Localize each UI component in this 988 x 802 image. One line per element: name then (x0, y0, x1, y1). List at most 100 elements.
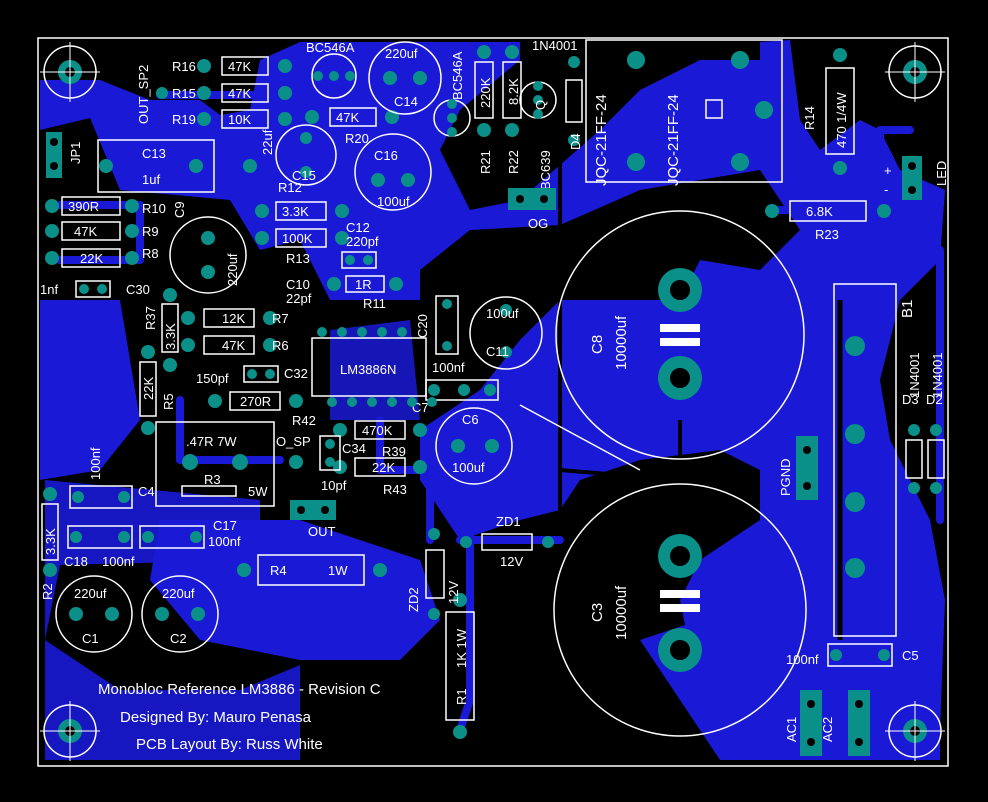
d4-ref: D4 (568, 133, 583, 150)
c12-value: 220pf (346, 234, 379, 249)
ic-lm3886-value: LM3886N (340, 362, 396, 377)
r39-value: 470K (362, 423, 393, 438)
capacitor-c15: C15 22uf (260, 124, 337, 186)
transistor-q1: BC546A (306, 40, 357, 99)
c1-value: 220uf (74, 586, 107, 601)
r7-value: 12K (222, 311, 245, 326)
r21-ref: R21 (478, 150, 493, 174)
resistor-r5: 22K R5 (139, 345, 176, 435)
r22-ref: R22 (506, 150, 521, 174)
r3-value: .47R 7W (186, 434, 237, 449)
resistor-r22: 8.2K R22 (502, 45, 522, 174)
transistor-q2: BC546A (433, 51, 471, 137)
zd2-value: 12V (446, 581, 461, 604)
resistor-r15: 47K R15 (172, 83, 292, 103)
c8-value: 10000uf (613, 315, 630, 370)
r37-ref: R37 (143, 306, 158, 330)
c32-ref: C32 (284, 366, 308, 381)
q3-value: BC639 (538, 150, 553, 190)
connector-ac1: AC1 (784, 690, 822, 756)
c12-ref: C12 (346, 220, 370, 235)
capacitor-c1: 220uf C1 (55, 575, 133, 653)
zd1-ref: ZD1 (496, 514, 521, 529)
r6-ref: R6 (272, 338, 289, 353)
relay-label-2: JQC-21FF-24 (665, 94, 682, 186)
r2-ref: R2 (40, 583, 55, 600)
r20-value: 47K (336, 110, 359, 125)
out-label: OUT (308, 524, 336, 539)
c2-ref: C2 (170, 631, 187, 646)
r1-ref: R1 (454, 688, 469, 705)
connector-jp1: JP1 (46, 132, 83, 178)
zener-zd1: ZD1 12V (460, 514, 554, 569)
credit-layout: PCB Layout By: Russ White (136, 736, 323, 753)
capacitor-c2: 220uf C2 (141, 575, 219, 653)
c14-ref: C14 (394, 94, 418, 109)
capacitor-c13: C13 1uf (97, 139, 257, 193)
resistor-r1: R1 1K 1W (445, 593, 475, 739)
c13-ref: C13 (142, 146, 166, 161)
c8-ref: C8 (589, 335, 606, 354)
c6-value: 100uf (452, 460, 485, 475)
resistor-r43: 22K R43 (333, 457, 427, 497)
resistor-r4: R4 1W (237, 554, 387, 586)
d3-ref: D3 (902, 392, 919, 407)
bridge-b1: B1 (833, 283, 916, 637)
r43-value: 22K (372, 460, 395, 475)
mounting-hole-top-right (885, 42, 945, 102)
r16-value: 47K (228, 59, 251, 74)
r42-ref: R42 (292, 413, 316, 428)
c1-ref: C1 (82, 631, 99, 646)
r13-ref: R13 (286, 251, 310, 266)
c10-value: 22pf (286, 291, 312, 306)
r2-value: 3.3K (43, 528, 58, 555)
capacitor-c12: C12 220pf (341, 220, 379, 269)
c4-value: 100nf (88, 447, 103, 480)
credit-designer: Designed By: Mauro Penasa (120, 709, 312, 726)
connector-out-sp2: OUT_SP2 (136, 65, 168, 124)
r13-value: 100K (282, 231, 313, 246)
o-sp-label: O_SP (276, 434, 311, 449)
capacitor-c34: C34 10pf (319, 435, 366, 493)
c7-value: 100nf (432, 360, 465, 375)
transistor-q3: BC639 Q (519, 81, 557, 190)
jp1-label: JP1 (68, 142, 83, 164)
r22-value: 8.2K (506, 78, 521, 105)
c32-value: 150pf (196, 371, 229, 386)
capacitor-c20: C20 (415, 295, 459, 355)
r8-ref: R8 (142, 246, 159, 261)
r19-value: 10K (228, 112, 251, 127)
c11-value: 100uf (486, 306, 519, 321)
resistor-r16: 47K R16 (172, 56, 292, 76)
credits-block: Monobloc Reference LM3886 - Revision C D… (98, 681, 381, 753)
c10-ref: C10 (286, 277, 310, 292)
mounting-holes (40, 42, 945, 761)
q2-value: BC546A (450, 51, 465, 100)
c30-value: 1nf (40, 282, 58, 297)
r19-ref: R19 (172, 112, 196, 127)
capacitor-c6: C6 100uf (435, 407, 513, 485)
q3-ref: Q (533, 100, 548, 110)
r5-value: 22K (141, 377, 156, 400)
d4-value: 1N4001 (532, 38, 578, 53)
r16-ref: R16 (172, 59, 196, 74)
resistor-r39: 470K R39 (333, 420, 427, 459)
resistor-r12: 3.3K R12 (255, 180, 349, 221)
r14-value: 470 1/4W (834, 92, 849, 148)
zd1-value: 12V (500, 554, 523, 569)
c17-ref: C17 (213, 518, 237, 533)
r10-value: 390R (68, 199, 99, 214)
capacitor-c4: 100nf C4 (69, 447, 155, 509)
resistor-r10: 390R R10 (45, 196, 166, 216)
connector-og: OG (508, 188, 556, 231)
r14-ref: R14 (802, 106, 817, 130)
resistor-r6: 47K R6 (181, 335, 289, 355)
resistor-r23: 6.8K R23 (765, 200, 891, 242)
connector-o-sp: O_SP (276, 434, 311, 469)
resistor-r42: 270R R42 (208, 391, 316, 428)
r21-value: 220K (478, 77, 493, 108)
capacitor-c16: C16 100uf (354, 133, 432, 211)
r11-ref: R11 (363, 296, 386, 311)
r15-ref: R15 (172, 86, 196, 101)
d2-ref: D2 (926, 392, 943, 407)
